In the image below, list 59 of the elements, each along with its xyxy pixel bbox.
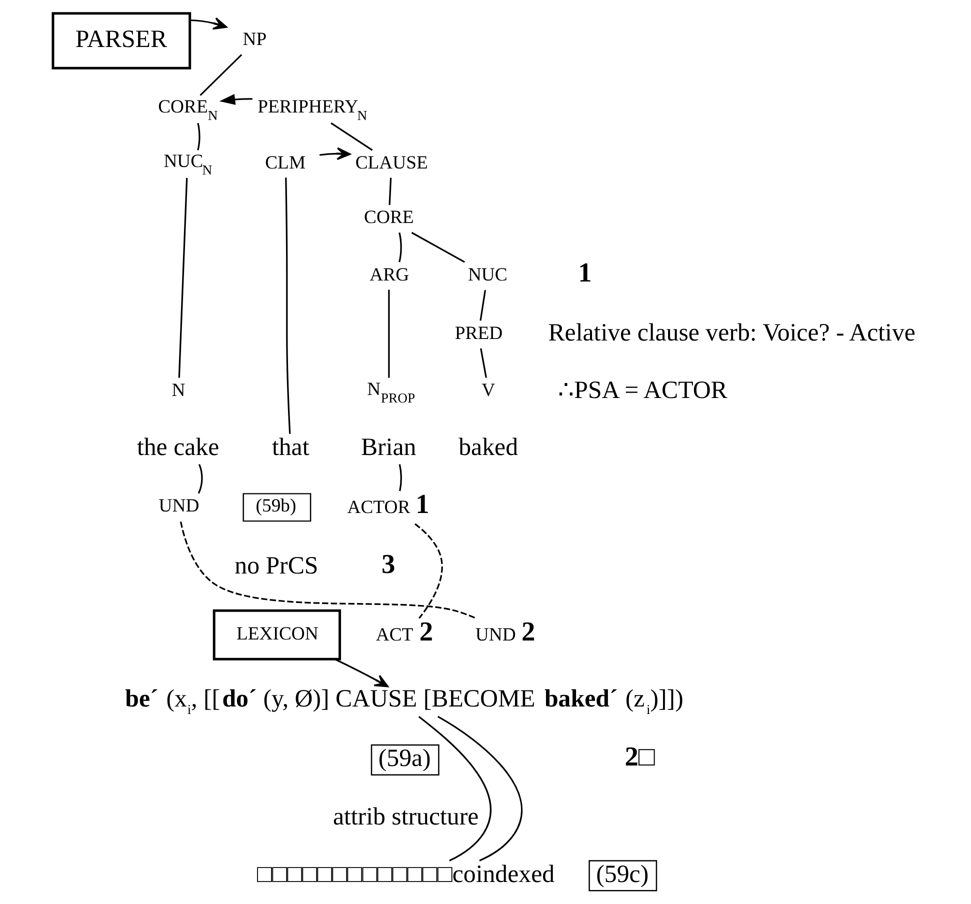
node-text: CLM (264, 152, 306, 174)
connector (388, 290, 390, 378)
connector (179, 521, 477, 620)
label: ∴PSA = ACTOR (558, 376, 727, 404)
node-text: □□□□□□□□□□□□□coindexed (256, 860, 554, 888)
node-text: ACT (375, 624, 413, 646)
node-text: NUC (467, 264, 507, 286)
arrow (218, 94, 252, 105)
node-text: Brian (360, 434, 416, 462)
node-text: the cake (136, 434, 219, 462)
connector (414, 523, 442, 619)
connector (418, 716, 491, 862)
arrow (190, 17, 227, 30)
connector (479, 290, 486, 321)
label: 1 (578, 258, 592, 288)
node-label: 2 (520, 616, 535, 647)
node-text: ARG (369, 264, 409, 286)
node-text: UND (474, 624, 516, 646)
node-text: PRED (454, 322, 502, 344)
connector (178, 178, 188, 378)
connector (436, 716, 522, 862)
node-box: (59c) (588, 860, 657, 892)
node-text: ACTOR (346, 497, 410, 518)
label: Relative clause verb: Voice? - Active (548, 320, 915, 347)
node-text: CORE$_{N}$ (158, 96, 218, 123)
node-text: V (481, 380, 495, 402)
node-text: NP (242, 29, 266, 50)
node-box: (59b) (242, 493, 311, 522)
label: 3 (380, 548, 395, 579)
connector (398, 232, 402, 262)
node-text: be´ (x$_{i}$, [[do´ (y, Ø)] CAUSE [BECOME baked´ (z$_{i}$)]]) (124, 685, 683, 717)
node-box: (59a) (370, 744, 439, 776)
node-text: PERIPHERY$_{N}$ (257, 96, 367, 123)
node-text: CORE (364, 207, 414, 228)
node-text: NUC$_{N}$ (163, 151, 212, 178)
label: attrib structure (332, 804, 478, 831)
connector (410, 232, 464, 263)
node-label: 1 (415, 489, 429, 520)
node-text: UND (158, 496, 199, 517)
connector (197, 464, 202, 494)
node-box: LEXICON (212, 609, 341, 660)
node-label: 2 (418, 616, 433, 647)
node-text: that (271, 434, 309, 462)
node-text: CLAUSE (354, 152, 428, 174)
node-text: N$_{PROP}$ (366, 378, 415, 406)
arrow (318, 147, 350, 160)
node-box: PARSER (51, 12, 191, 70)
label: 2□ (624, 742, 654, 772)
connector (284, 178, 290, 434)
node-text: baked (458, 434, 518, 462)
connector (330, 122, 372, 151)
connector (196, 122, 200, 150)
node-text: N (171, 380, 185, 402)
connector (199, 54, 242, 96)
connector (388, 178, 392, 205)
arrow (334, 658, 388, 688)
connector (398, 464, 402, 492)
connector (480, 348, 486, 378)
label: no PrCS (234, 552, 318, 580)
